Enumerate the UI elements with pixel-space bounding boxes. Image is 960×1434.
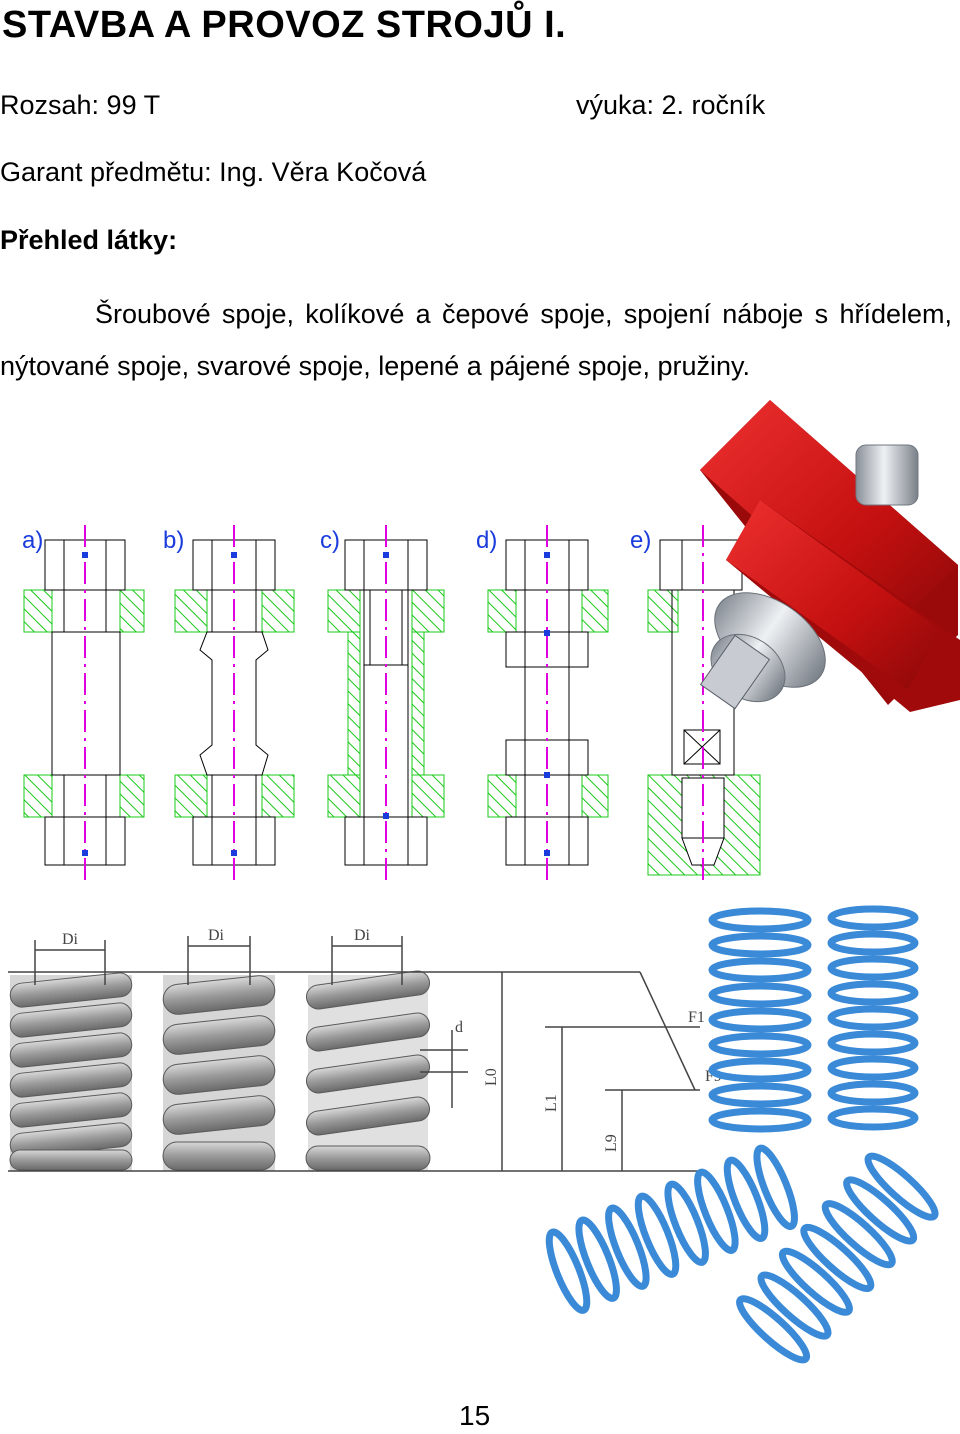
dim-label-l9: L9	[603, 1134, 620, 1152]
bolt-label-c: c)	[320, 527, 340, 554]
page-title: STAVBA A PROVOZ STROJŮ I.	[2, 4, 567, 46]
bolt-drawing-d: d)	[476, 525, 609, 880]
springs-figure: Di Di Di d L0 L1 L9 F1 F9	[8, 905, 939, 1364]
blue-spring-upright-2	[827, 905, 919, 1131]
grey-spring-3	[305, 970, 431, 1171]
bolt-joints-figure: a) b) c)	[22, 400, 960, 880]
teaching-text: výuka: 2. ročník	[576, 90, 766, 120]
spring-dimensions	[8, 936, 700, 1172]
dim-label-di-2: Di	[208, 927, 225, 944]
grey-spring-1	[9, 972, 133, 1171]
bolt-drawing-b: b)	[163, 525, 295, 880]
overview-heading: Přehled látky:	[0, 225, 178, 255]
bolt-drawing-e: e)	[630, 525, 761, 880]
bolt-label-b: b)	[163, 527, 184, 554]
blue-spring-upright-1	[708, 907, 812, 1133]
overview-paragraph: Šroubové spoje, kolíkové a čepové spoje,…	[0, 299, 952, 381]
flange-bolt-photo	[699, 400, 960, 712]
bolt-drawing-c: c)	[320, 525, 445, 880]
dim-label-l0: L0	[483, 1068, 500, 1086]
page-number: 15	[459, 1400, 491, 1431]
grey-spring-2	[162, 975, 276, 1171]
guarantor-text: Garant předmětu: Ing. Věra Kočová	[0, 157, 427, 187]
bolt-label-a: a)	[22, 527, 43, 554]
scope-text: Rozsah: 99 T	[0, 90, 161, 120]
dim-label-f1: F1	[688, 1009, 705, 1026]
bolt-label-e: e)	[630, 527, 651, 554]
blue-spring-lying-2	[736, 1152, 939, 1364]
dim-label-d: d	[455, 1019, 463, 1036]
bolt-drawing-a: a)	[22, 525, 145, 880]
dim-label-di-1: Di	[62, 931, 79, 948]
bolt-label-d: d)	[476, 527, 497, 554]
dim-label-l1: L1	[543, 1094, 560, 1112]
blue-springs-photo	[545, 905, 939, 1364]
dim-label-di-3: Di	[354, 927, 371, 944]
blue-spring-lying-1	[545, 1144, 798, 1314]
